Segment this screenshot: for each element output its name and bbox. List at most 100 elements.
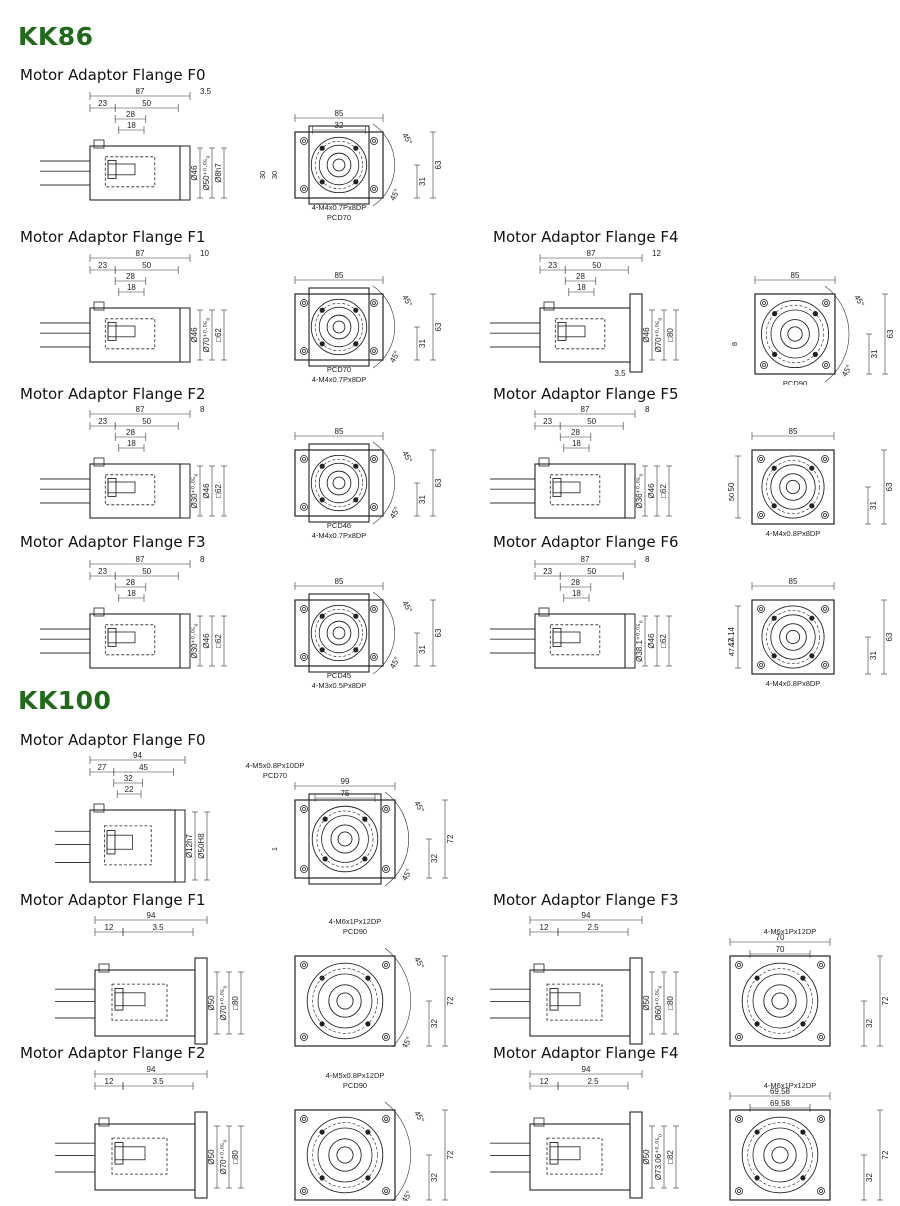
- dimension-label: 85: [335, 577, 344, 586]
- dimension-label: 63: [886, 329, 895, 338]
- drawing-circle: [752, 1127, 808, 1183]
- drawing-outline: [294, 449, 384, 517]
- drawing-circle: [302, 187, 306, 191]
- dimension-label: 32: [430, 854, 439, 863]
- flange-title-kk86-f4: Motor Adaptor Flange F4: [493, 228, 679, 246]
- dimension-label: 12: [540, 923, 549, 932]
- drawing-outline: [557, 321, 567, 341]
- drawing-outline: [624, 463, 636, 519]
- dimension-label: 31: [870, 349, 879, 358]
- drawing-outline: [552, 627, 562, 647]
- drawing-circle: [384, 807, 388, 811]
- drawing-circle: [760, 299, 830, 369]
- drawing-outline: [533, 963, 545, 973]
- dimension-label: 23: [543, 567, 552, 576]
- dimension-label: 23: [543, 417, 552, 426]
- flange-title-kk100-f4: Motor Adaptor Flange F4: [493, 1044, 679, 1062]
- dimension-label: □80: [231, 996, 240, 1010]
- drawing-outline: [554, 318, 606, 350]
- drawing-circle: [779, 473, 807, 501]
- drawing-outline: [308, 287, 370, 367]
- drawing-outline: [98, 963, 110, 973]
- dimension-label: 45°: [400, 131, 414, 146]
- drawing-outline: [308, 125, 370, 205]
- drawing-outline: [107, 163, 136, 176]
- callout-note: 4-M6x1Px12DP: [764, 1081, 817, 1090]
- pcd-hole: [809, 465, 815, 471]
- dimension-label: Ø50⁺⁰·⁰⁵₀: [202, 155, 211, 190]
- dimension-label: Ø73.06⁺⁰·⁰⁵₀: [654, 1134, 663, 1180]
- drawing-outline: [107, 631, 136, 644]
- drawing-circle: [757, 661, 765, 669]
- pcd-hole: [319, 975, 325, 981]
- series-title-kk86: KK86: [18, 22, 94, 51]
- dimension-label: 50: [587, 567, 596, 576]
- front-view: 45°45°856331324-M4x0.7Px8DPPCD70PCD604-M…: [258, 109, 443, 242]
- drawing-outline: [549, 992, 581, 1007]
- drawing-outline: [552, 631, 581, 644]
- drawing-circle: [318, 144, 360, 186]
- dimension-label: 8: [730, 342, 739, 346]
- dimension-label: 47.14: [727, 638, 736, 657]
- pcd-hole: [754, 975, 760, 981]
- drawing-outline: [104, 318, 156, 350]
- drawing-circle: [817, 961, 825, 969]
- dimension-label: 27: [97, 763, 106, 772]
- dimension-label: 45°: [852, 293, 866, 308]
- pcd-hole: [800, 1021, 806, 1027]
- drawing-circle: [823, 457, 827, 461]
- dimension-label: 63: [434, 322, 443, 331]
- drawing-circle: [821, 661, 829, 669]
- dimension-label: 50: [727, 482, 736, 491]
- dimension-label: 63: [434, 628, 443, 637]
- dimension-label: 75: [341, 789, 350, 798]
- drawing-outline: [107, 477, 117, 497]
- dimension-label: 31: [418, 495, 427, 504]
- pcd-hole: [353, 647, 359, 653]
- dimension-label: 63: [434, 478, 443, 487]
- drawing-outline: [533, 1117, 545, 1127]
- callout-note: 4-M4x0.7Px8DP: [312, 203, 367, 212]
- drawing-circle: [735, 1187, 743, 1195]
- callout-note: 4-M4x0.8Px8DP: [766, 529, 821, 538]
- drawing-circle: [757, 605, 765, 613]
- drawing-circle: [314, 608, 364, 658]
- pcd-hole: [319, 179, 325, 185]
- pcd-hole: [319, 497, 325, 503]
- drawing-circle: [757, 455, 765, 463]
- drawing-circle: [326, 152, 352, 178]
- front-view: 45°45°856331PCD904-M5x0.8Px10DP8: [730, 271, 895, 398]
- drawing-circle: [382, 1033, 390, 1041]
- pcd-hole: [771, 503, 777, 509]
- pcd-hole: [353, 145, 359, 151]
- drawing-circle: [302, 505, 306, 509]
- drawing-outline: [107, 325, 136, 338]
- dimension-label: 69.58: [770, 1087, 791, 1096]
- dimension-label: Ø12h7: [185, 833, 194, 858]
- drawing-circle: [823, 663, 827, 667]
- pcd-hole: [809, 503, 815, 509]
- drawing-outline: [549, 988, 559, 1011]
- dimension-label: □80: [666, 996, 675, 1010]
- dimension-label: 94: [133, 752, 142, 760]
- dimension-label: Ø50: [207, 995, 216, 1011]
- drawing-circle: [300, 185, 308, 193]
- flange-title-kk86-f0: Motor Adaptor Flange F0: [20, 66, 206, 84]
- dimension-label: 45°: [412, 955, 426, 970]
- drawing-circle: [770, 614, 816, 660]
- drawing-circle: [763, 1138, 797, 1172]
- drawing-circle: [372, 139, 376, 143]
- drawing-circle: [332, 626, 346, 640]
- dimension-label: 23: [98, 567, 107, 576]
- dimension-label: 45°: [388, 187, 402, 202]
- dimension-label: 1: [270, 847, 279, 851]
- dimension-label: 85: [335, 427, 344, 436]
- drawing-circle: [766, 610, 820, 664]
